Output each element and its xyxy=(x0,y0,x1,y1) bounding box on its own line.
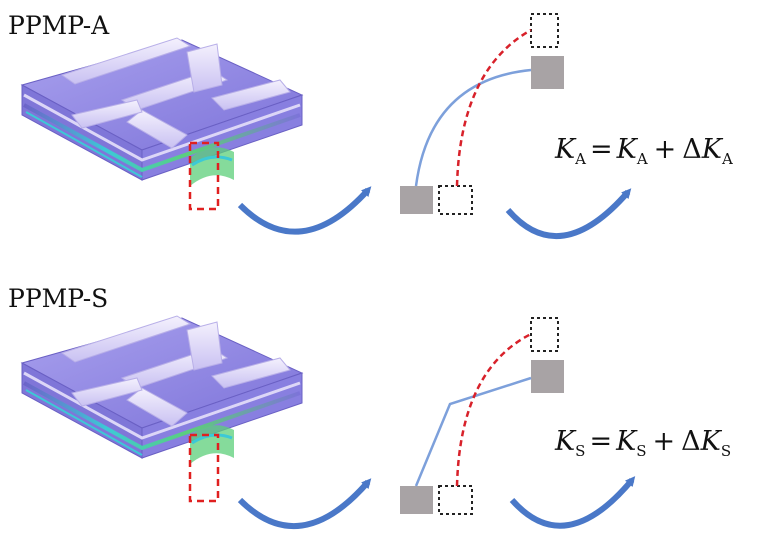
spring-diagram-a xyxy=(400,13,564,215)
solid-block-bottom-s xyxy=(400,486,433,514)
solid-block-top-a xyxy=(531,56,564,89)
panel-s: PPMP-S KS=KS+ΔKS xyxy=(8,284,731,529)
panel-title-a: PPMP-A xyxy=(8,11,110,40)
curved-arrow-a-right xyxy=(505,188,632,239)
equation-s: KS=KS+ΔKS xyxy=(554,426,731,460)
original-path-a xyxy=(414,68,532,187)
plate-model-a xyxy=(20,36,304,188)
curved-arrow-s-left xyxy=(237,478,372,529)
plate-model-s xyxy=(20,314,304,466)
dashed-block-bottom-s xyxy=(438,485,473,515)
deformed-path-s xyxy=(455,332,532,487)
solid-block-bottom-a xyxy=(400,186,433,214)
spring-diagram-s xyxy=(400,317,564,515)
highlight-box-a xyxy=(188,141,220,211)
dashed-block-top-s xyxy=(530,317,559,352)
curved-arrow-a-left xyxy=(237,186,372,235)
panel-a: PPMP-A KA=KA+ΔKA xyxy=(8,11,733,239)
solid-block-top-s xyxy=(531,360,564,393)
dashed-block-top-a xyxy=(530,13,559,48)
equation-a: KA=KA+ΔKA xyxy=(554,134,733,168)
dashed-block-bottom-a xyxy=(438,185,473,215)
original-path-s xyxy=(414,376,532,487)
curved-arrow-s-right xyxy=(509,476,636,529)
deformed-path-a xyxy=(455,28,532,187)
highlight-box-s xyxy=(188,433,220,503)
panel-title-s: PPMP-S xyxy=(8,284,108,313)
